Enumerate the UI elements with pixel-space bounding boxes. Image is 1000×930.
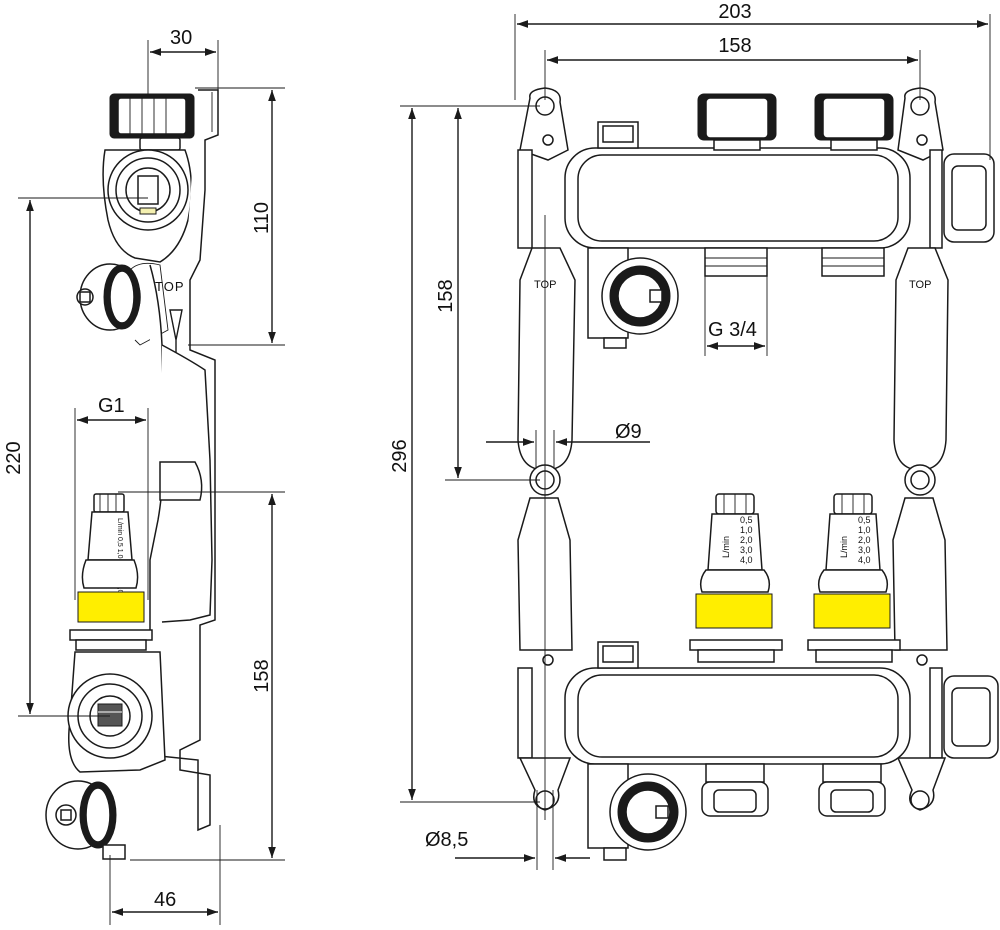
- gauge2-unit: L/min: [839, 536, 849, 558]
- side-top-marking: TOP: [155, 279, 185, 294]
- front-left-top-marking: TOP: [534, 279, 556, 291]
- front-lower-manifold: [564, 641, 999, 817]
- front-dim-o85: Ø8,5: [425, 829, 468, 851]
- side-dim-g1: G1: [98, 395, 125, 417]
- side-drain-valve: [45, 780, 126, 860]
- front-dim-158-height: 158: [435, 279, 457, 312]
- front-dim-203: 203: [718, 1, 751, 23]
- front-right-top-marking: TOP: [909, 279, 931, 291]
- gauge2-tick-10: 1,0: [858, 525, 871, 535]
- front-dim-g34: G 3/4: [708, 319, 757, 341]
- side-dim-158: 158: [251, 659, 273, 692]
- gauge2-tick-30: 3,0: [858, 545, 871, 555]
- gauge2-tick-40: 4,0: [858, 555, 871, 565]
- gauge1-tick-40: 4,0: [740, 555, 753, 565]
- front-lower-drain: [587, 763, 687, 861]
- front-upper-vent: [587, 247, 679, 349]
- side-view: TOP L/min 0,5 1,0 2,0 3,0 4,0: [3, 27, 285, 925]
- side-lower-port: [67, 651, 166, 773]
- front-flow-meter-2: [807, 493, 901, 663]
- front-upper-manifold: [564, 93, 995, 277]
- gauge1-tick-30: 3,0: [740, 545, 753, 555]
- gauge1-tick-10: 1,0: [740, 525, 753, 535]
- gauge2-tick-05: 0,5: [858, 515, 871, 525]
- front-flow-meter-1: [689, 493, 783, 663]
- side-flow-gauge: L/min 0,5 1,0 2,0 3,0 4,0: [69, 493, 153, 651]
- side-upper-port: [102, 149, 193, 263]
- gauge2-tick-20: 2,0: [858, 535, 871, 545]
- front-dim-296: 296: [389, 439, 411, 472]
- gauge1-tick-05: 0,5: [740, 515, 753, 525]
- gauge1-tick-20: 2,0: [740, 535, 753, 545]
- front-gauge-labels-1: L/min 0,5 1,0 2,0 3,0 4,0: [721, 515, 753, 565]
- side-dim-30: 30: [170, 27, 192, 49]
- side-dim-220: 220: [3, 441, 25, 474]
- front-dim-158-width: 158: [718, 35, 751, 57]
- front-dim-o9: Ø9: [615, 421, 642, 443]
- front-left-bracket: [517, 87, 576, 820]
- side-top-cap: [109, 93, 195, 151]
- gauge1-unit: L/min: [721, 536, 731, 558]
- front-gauge-labels-2: L/min 0,5 1,0 2,0 3,0 4,0: [839, 515, 871, 565]
- front-right-bracket: [892, 87, 949, 811]
- side-dim-46: 46: [154, 889, 176, 911]
- side-gauge-scale: L/min 0,5 1,0 2,0 3,0 4,0: [116, 518, 123, 594]
- side-dim-110: 110: [251, 202, 273, 234]
- front-view: TOP TOP: [389, 1, 999, 870]
- side-air-vent: [76, 262, 169, 346]
